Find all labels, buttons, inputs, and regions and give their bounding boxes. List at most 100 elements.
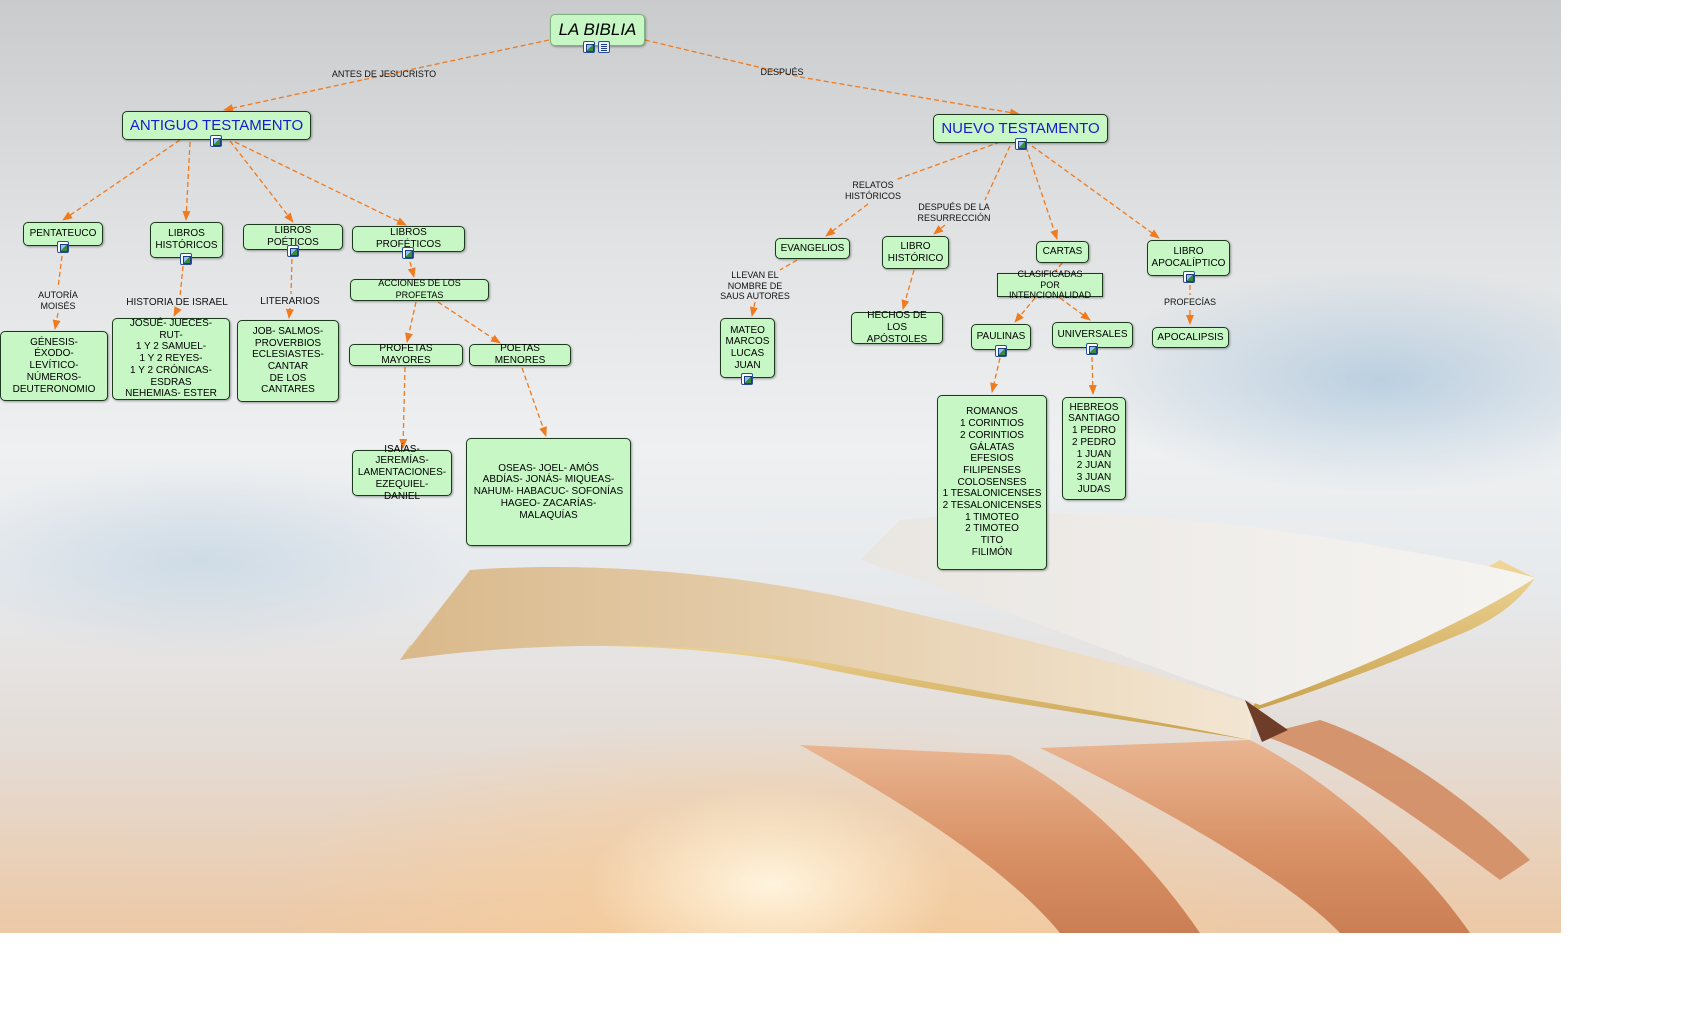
node-pentateuco-books-text: GÉNESIS- ÉXODO- LEVÍTICO- NÚMEROS- DEUTE… [12, 336, 96, 395]
node-acciones-profetas[interactable]: ACCIONES DE LOS PROFETAS [350, 278, 489, 301]
node-historicos-books-text: JOSUÉ- JUECES- RUT- 1 Y 2 SAMUEL- 1 Y 2 … [125, 318, 217, 400]
connector-line [1025, 146, 1058, 240]
image-resource-icon[interactable] [1183, 271, 1195, 283]
node-menores-books-text: OSEAS- JOEL- AMÓS ABDÍAS- JONÁS- MIQUEAS… [473, 462, 624, 521]
connector-line [825, 203, 869, 237]
node-paulinas-text: PAULINAS [976, 331, 1026, 343]
node-cartas[interactable]: CARTAS [1036, 241, 1089, 263]
node-apocalipsis-text: APOCALIPSIS [1157, 331, 1224, 343]
connector-line [290, 258, 293, 295]
connector-line [52, 312, 61, 330]
connector-line [405, 301, 417, 343]
connector-line [285, 307, 294, 319]
link-label-despues-resurreccion: DESPUÉS DE LA RESURRECCIÓN [917, 202, 991, 223]
node-la-biblia[interactable]: LA BIBLIA [550, 14, 645, 46]
node-cartas-text: CARTAS [1042, 246, 1083, 258]
node-antiguo-testamento-text: ANTIGUO TESTAMENTO [129, 117, 304, 134]
link-label-llevan-nombre: LLEVAN EL NOMBRE DE SAUS AUTORES [720, 270, 790, 301]
node-evangelios[interactable]: EVANGELIOS [775, 238, 850, 259]
node-hechos-apostoles-text: HECHOS DE LOS APÓSTOLES [866, 310, 928, 345]
connector-line [990, 357, 1001, 393]
node-libro-apocaliptico[interactable]: LIBRO APOCALÍPTICO [1147, 240, 1230, 276]
connector-line [933, 224, 946, 235]
connector-line [1031, 145, 1160, 239]
node-poetas-menores[interactable]: POETAS MENORES [469, 343, 571, 366]
image-resource-icon[interactable] [583, 41, 595, 53]
connector-line [984, 145, 1011, 201]
node-libro-apocaliptico-text: LIBRO APOCALÍPTICO [1151, 246, 1226, 269]
image-resource-icon[interactable] [287, 245, 299, 257]
connector-line [1054, 262, 1063, 273]
image-resource-icon[interactable] [1015, 138, 1027, 150]
node-apocalipsis[interactable]: APOCALIPSIS [1152, 327, 1229, 348]
node-mayores-books[interactable]: ISAÍAS- JEREMÍAS- LAMENTACIONES- EZEQUIE… [352, 444, 452, 502]
connector-line [407, 261, 416, 278]
connector-line [749, 301, 758, 317]
image-resource-icon[interactable] [180, 253, 192, 265]
node-pentateuco-text: PENTATEUCO [29, 228, 97, 240]
node-historicos-books[interactable]: JOSUÉ- JUECES- RUT- 1 Y 2 SAMUEL- 1 Y 2 … [112, 318, 230, 400]
connector-line [57, 255, 63, 289]
node-profetas-mayores-text: PROFETAS MAYORES [379, 343, 433, 366]
hands [800, 720, 1530, 933]
connector-line [62, 139, 181, 221]
link-label-literarios: LITERARIOS [260, 296, 320, 307]
connector-line [173, 306, 182, 317]
connector-line [399, 366, 408, 449]
node-evangelios-books[interactable]: MATEO MARCOS LUCAS JUAN [720, 318, 775, 378]
connector-line [644, 39, 801, 78]
connector-line [901, 269, 915, 310]
image-resource-icon[interactable] [995, 345, 1007, 357]
image-resource-icon[interactable] [1086, 343, 1098, 355]
node-pentateuco-books[interactable]: GÉNESIS- ÉXODO- LEVÍTICO- NÚMEROS- DEUTE… [0, 331, 108, 401]
node-universales-text: UNIVERSALES [1057, 329, 1128, 341]
connector-line [234, 141, 407, 226]
connector-line [1088, 356, 1097, 395]
node-evangelios-text: EVANGELIOS [780, 242, 845, 254]
node-poeticos-books-text: JOB- SALMOS- PROVERBIOS ECLESIASTES- CAN… [252, 325, 324, 396]
link-label-autoria: AUTORÍA MOISÉS [38, 290, 78, 311]
document-resource-icon[interactable] [598, 41, 610, 53]
connector-line [182, 141, 191, 221]
node-poeticos-books[interactable]: JOB- SALMOS- PROVERBIOS ECLESIASTES- CAN… [237, 320, 339, 402]
node-libros-historicos[interactable]: LIBROS HISTÓRICOS [150, 222, 223, 258]
link-label-relatos: RELATOS HISTÓRICOS [844, 180, 902, 201]
connector-line [179, 265, 184, 298]
connector-line [229, 140, 294, 223]
node-libros-poeticos-text: LIBROS POÉTICOS [267, 225, 319, 248]
link-label-antes: ANTES DE JESUCRISTO [331, 69, 437, 79]
node-menores-books[interactable]: OSEAS- JOEL- AMÓS ABDÍAS- JONÁS- MIQUEAS… [466, 438, 631, 546]
node-la-biblia-text: LA BIBLIA [558, 20, 637, 40]
connector-line [223, 79, 363, 112]
node-paulinas-books[interactable]: ROMANOS 1 CORINTIOS 2 CORINTIOS GÁLATAS … [937, 395, 1047, 570]
node-profetas-mayores[interactable]: PROFETAS MAYORES [349, 343, 463, 366]
node-hechos-apostoles[interactable]: HECHOS DE LOS APÓSTOLES [851, 310, 943, 345]
node-poetas-menores-text: POETAS MENORES [494, 343, 546, 366]
connector-line [894, 141, 1001, 181]
image-resource-icon[interactable] [210, 135, 222, 147]
link-label-historia-israel: HISTORIA DE ISRAEL [126, 297, 228, 308]
node-clasificadas[interactable]: CLASIFICADAS POR INTENCIONALIDAD [997, 269, 1103, 300]
node-universales-books-text: HEBREOS SANTIAGO 1 PEDRO 2 PEDRO 1 JUAN … [1068, 401, 1120, 495]
node-libro-historico[interactable]: LIBRO HISTÓRICO [882, 236, 949, 269]
image-resource-icon[interactable] [402, 247, 414, 259]
connector-line [1059, 297, 1091, 321]
link-label-despues: DESPUÉS [760, 67, 804, 77]
connector-line [437, 301, 501, 344]
node-universales-books[interactable]: HEBREOS SANTIAGO 1 PEDRO 2 PEDRO 1 JUAN … [1062, 397, 1126, 500]
connector-line [779, 259, 798, 271]
link-label-profecias: PROFECÍAS [1163, 297, 1217, 307]
connector-line [799, 76, 1020, 117]
node-mayores-books-text: ISAÍAS- JEREMÍAS- LAMENTACIONES- EZEQUIE… [357, 443, 447, 502]
connector-line [521, 367, 547, 437]
node-evangelios-books-text: MATEO MARCOS LUCAS JUAN [725, 324, 770, 371]
node-libros-profeticos-text: LIBROS PROFÉTICOS [375, 227, 441, 250]
node-nuevo-testamento-text: NUEVO TESTAMENTO [941, 120, 1100, 137]
image-resource-icon[interactable] [57, 241, 69, 253]
node-libro-historico-text: LIBRO HISTÓRICO [887, 240, 944, 264]
image-resource-icon[interactable] [741, 373, 753, 385]
connector-line [1014, 297, 1036, 323]
node-acciones-profetas-text: ACCIONES DE LOS PROFETAS [378, 278, 461, 300]
